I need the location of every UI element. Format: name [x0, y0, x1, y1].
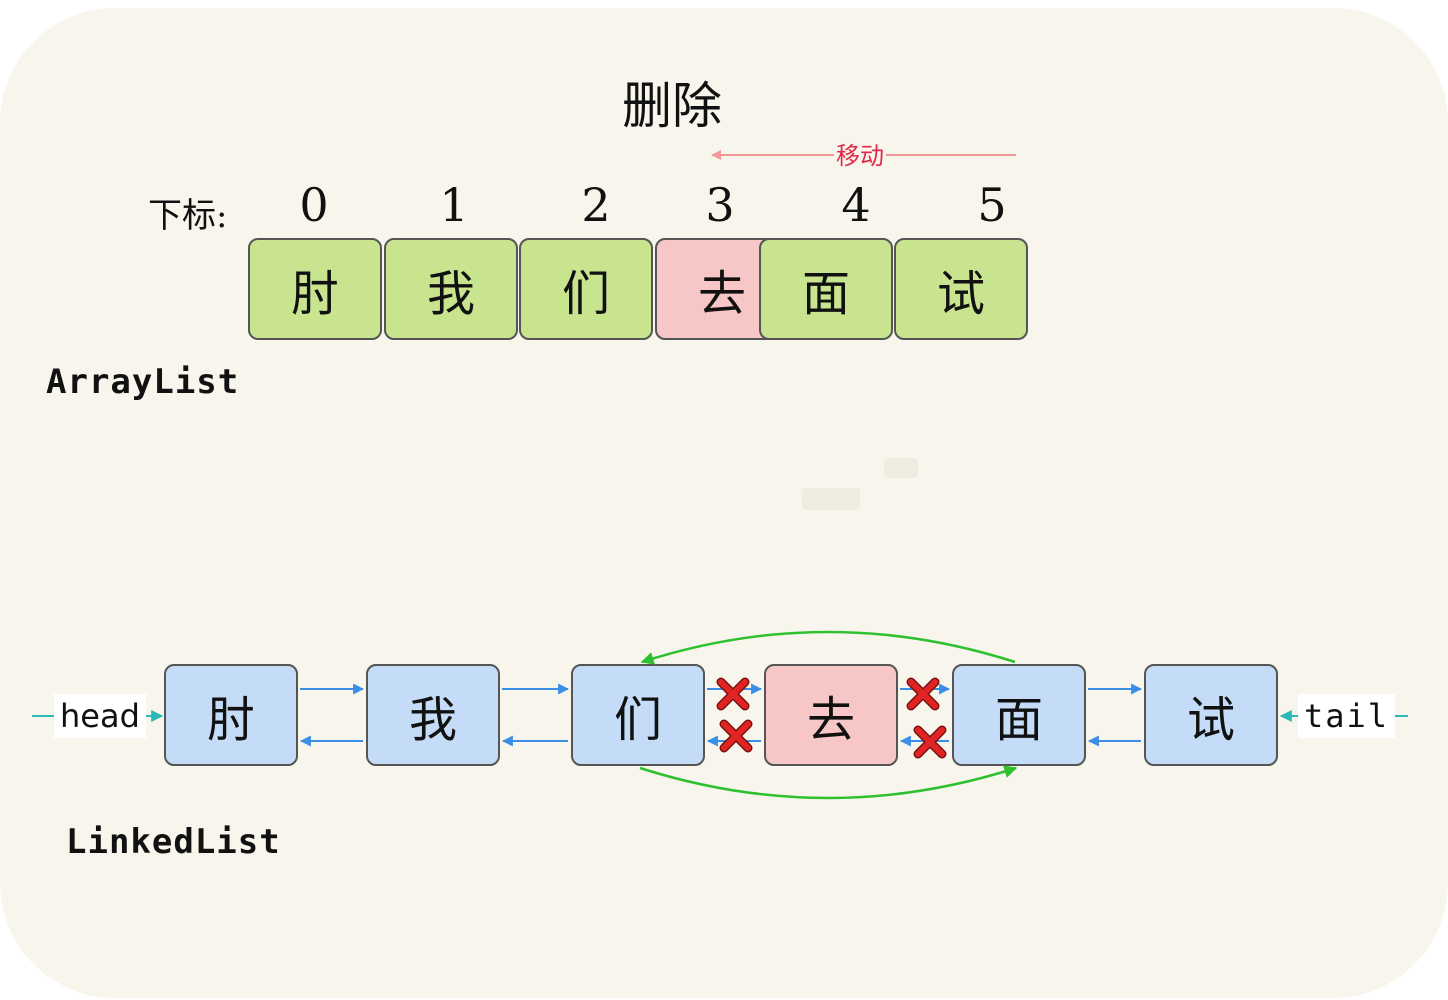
array-index: 1	[439, 178, 469, 232]
cross-icon	[716, 677, 750, 711]
tail-pointer-label: tail	[1298, 694, 1396, 738]
cross-icon	[906, 677, 940, 711]
array-cell: 面	[759, 238, 893, 340]
linked-node: 试	[1144, 664, 1278, 766]
index-label: 下标:	[148, 196, 228, 236]
array-cell: 我	[384, 238, 518, 340]
array-cell: 肘	[248, 238, 382, 340]
array-index: 3	[705, 178, 735, 232]
bypass-prev-arc	[640, 630, 1016, 665]
array-index: 4	[841, 178, 871, 232]
watermark-smudge	[884, 458, 918, 478]
diagram-background	[0, 8, 1448, 998]
linkedlist-label: LinkedList	[66, 822, 281, 862]
watermark-smudge	[802, 488, 860, 510]
linked-node: 面	[952, 664, 1086, 766]
linked-node: 们	[571, 664, 705, 766]
head-pointer-label: head	[54, 694, 146, 738]
linked-node: 肘	[164, 664, 298, 766]
array-index: 0	[299, 178, 329, 232]
array-index: 2	[581, 178, 611, 232]
cross-icon	[719, 719, 753, 753]
linked-node: 我	[366, 664, 500, 766]
bypass-next-arc	[639, 765, 1018, 800]
array-index: 5	[977, 178, 1007, 232]
linked-node-deleted: 去	[764, 664, 898, 766]
array-cell: 试	[894, 238, 1028, 340]
arraylist-label: ArrayList	[46, 362, 240, 402]
cross-icon	[913, 725, 947, 759]
array-cell: 们	[519, 238, 653, 340]
page-title: 删除	[622, 77, 722, 135]
move-label: 移动	[834, 136, 886, 171]
